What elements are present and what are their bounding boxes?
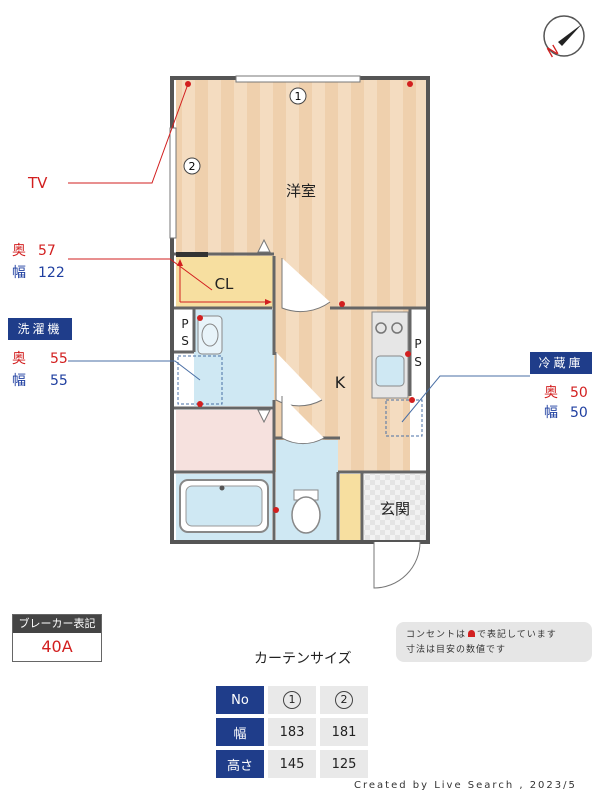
washer-tag: 洗濯機 (8, 318, 72, 340)
fridge-tag: 冷蔵庫 (530, 352, 592, 374)
breaker-value: 40A (41, 637, 73, 656)
tv-label: TV (28, 174, 48, 192)
ps-left-label-p: P (181, 317, 188, 331)
room-label-western: 洋室 (286, 182, 316, 200)
ps-right-label-s: S (414, 355, 422, 369)
washer-leader (68, 360, 201, 381)
washer-space (177, 355, 223, 405)
washbasin (197, 315, 223, 355)
compass-icon: N (543, 15, 585, 60)
shoe-box (340, 474, 362, 540)
room-label-closet: CL (215, 275, 234, 293)
ps-left-label-s: S (181, 334, 189, 348)
outlet-icon (468, 630, 476, 637)
credit-text: Created by Live Search , 2023/5 (354, 780, 577, 791)
ps-left (176, 310, 194, 352)
corridor-floor (176, 410, 274, 472)
curtain-col2-width: 181 (320, 718, 368, 746)
curtain-row-no-label: No (216, 686, 264, 714)
curtain-col2-height: 125 (320, 750, 368, 778)
closet-floor (176, 256, 274, 308)
window-marker-1: 1 (295, 90, 302, 103)
ps-right (410, 310, 426, 396)
room-label-entrance: 玄関 (380, 500, 410, 518)
outlets (185, 81, 415, 513)
curtain-row-height-label: 高さ (216, 750, 264, 778)
cl-leader (68, 258, 213, 291)
fridge-space (385, 399, 423, 437)
window-2 (169, 127, 177, 239)
window-marker-2: 2 (189, 160, 196, 173)
room-label-kitchen: K (335, 373, 346, 392)
notes-box: コンセントはで表記しています 寸法は目安の数値です (396, 622, 592, 662)
curtain-col1-no: 1 (283, 691, 301, 709)
curtain-title: カーテンサイズ (254, 651, 352, 667)
tv-leader (68, 83, 189, 184)
curtain-row-width-label: 幅 (216, 718, 264, 746)
entrance-floor (364, 474, 426, 540)
curtain-col1-height: 145 (268, 750, 316, 778)
breaker-box: ブレーカー表記 40A (12, 614, 102, 662)
curtain-table: No 1 2 幅 183 181 高さ 145 125 (212, 682, 372, 782)
curtain-col2-no: 2 (335, 691, 353, 709)
kitchen-sink (375, 355, 405, 387)
fridge-leader (401, 375, 530, 423)
curtain-col1-width: 183 (268, 718, 316, 746)
breaker-title: ブレーカー表記 (13, 615, 101, 633)
window-1 (235, 75, 361, 83)
floor-plan: 洋室 CL K 玄関 P S P S 1 2 (68, 75, 530, 589)
toilet (291, 496, 321, 534)
ps-right-label-p: P (414, 337, 421, 351)
